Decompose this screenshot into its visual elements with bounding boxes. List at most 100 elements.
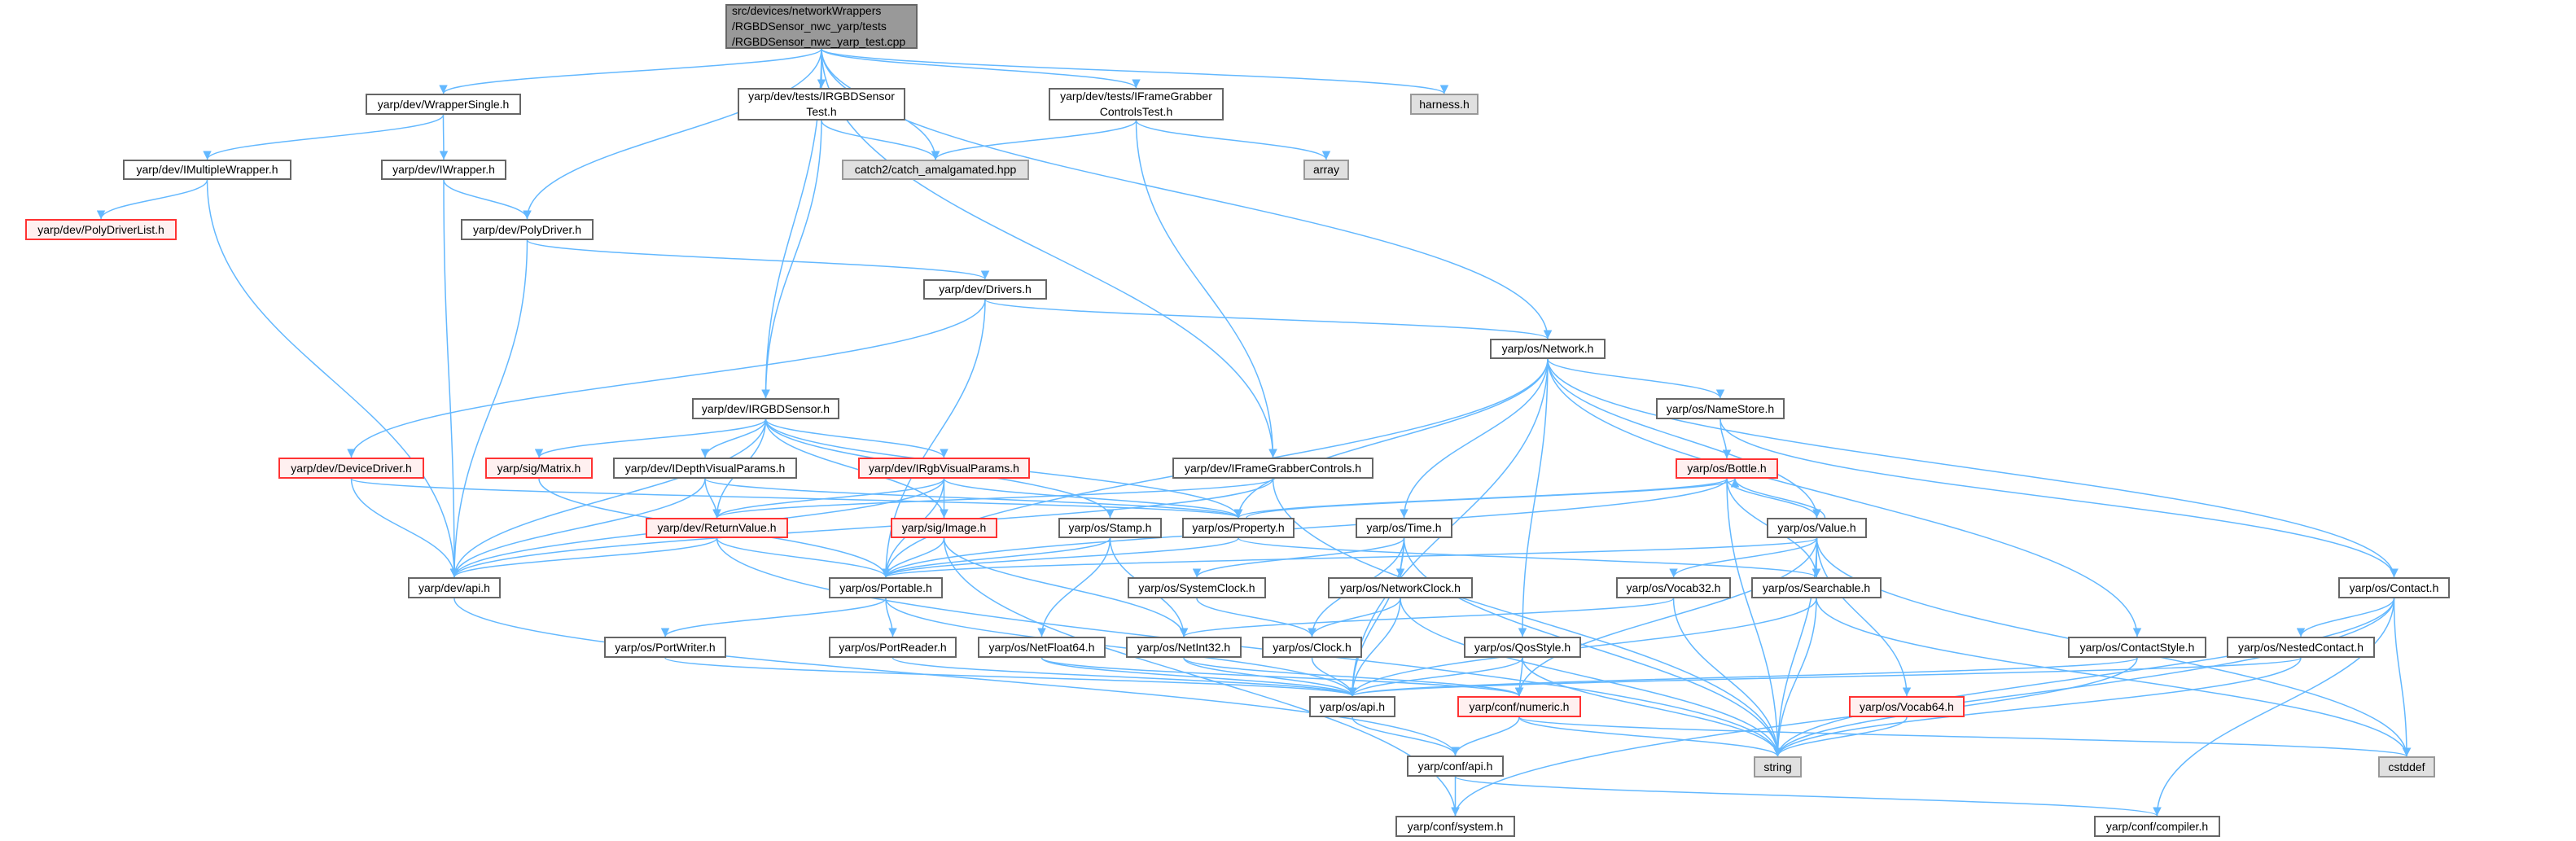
node-ifgctest[interactable]: yarp/dev/tests/IFrameGrabber ControlsTes… <box>1049 88 1224 120</box>
node-bottle[interactable]: yarp/os/Bottle.h <box>1676 458 1778 479</box>
node-namestore[interactable]: yarp/os/NameStore.h <box>1656 398 1785 419</box>
node-polydriverlist[interactable]: yarp/dev/PolyDriverList.h <box>25 219 177 240</box>
edge-value-to-numeric <box>1514 537 1818 697</box>
edge-netint32-to-numeric <box>1183 657 1524 697</box>
node-networkclock[interactable]: yarp/os/NetworkClock.h <box>1328 577 1473 598</box>
edge-stamp-to-netfloat64 <box>1037 537 1111 637</box>
edge-bottle-to-property <box>1234 478 1728 519</box>
node-irgbvisualparams[interactable]: yarp/dev/IRgbVisualParams.h <box>858 458 1030 479</box>
node-portable[interactable]: yarp/os/Portable.h <box>829 577 943 598</box>
node-image[interactable]: yarp/sig/Image.h <box>891 518 997 538</box>
edge-time-to-systemclock <box>1192 537 1405 578</box>
edge-qosstyle-to-string <box>1522 657 1782 757</box>
edge-networkclock-to-osapi <box>1347 598 1401 697</box>
node-portwriter[interactable]: yarp/os/PortWriter.h <box>604 637 726 658</box>
node-vocab32[interactable]: yarp/os/Vocab32.h <box>1616 577 1731 598</box>
edge-value-to-string <box>1773 537 1818 757</box>
node-clock[interactable]: yarp/os/Clock.h <box>1262 637 1362 658</box>
edge-value-to-portable <box>882 537 1818 578</box>
node-irgbdsensor[interactable]: yarp/dev/IRGBDSensor.h <box>692 398 839 419</box>
edge-idepthvisualparams-to-returnvalue <box>704 478 721 519</box>
node-qosstyle[interactable]: yarp/os/QosStyle.h <box>1464 637 1581 658</box>
node-catch2[interactable]: catch2/catch_amalgamated.hpp <box>842 160 1029 180</box>
edge-root-to-iframegrabbercontrols <box>821 48 1277 458</box>
node-array[interactable]: array <box>1303 160 1349 180</box>
node-value[interactable]: yarp/os/Value.h <box>1767 518 1867 538</box>
edge-ifgctest-to-catch2 <box>931 120 1137 160</box>
node-systemclock[interactable]: yarp/os/SystemClock.h <box>1128 577 1266 598</box>
edge-iwrapper-to-devapi <box>443 179 459 578</box>
edge-value-to-bottle <box>1730 478 1826 519</box>
edge-netfloat64-to-numeric <box>1040 657 1523 697</box>
node-searchable[interactable]: yarp/os/Searchable.h <box>1751 577 1882 598</box>
node-harness[interactable]: harness.h <box>1410 94 1479 115</box>
edge-network-to-qosstyle <box>1518 358 1549 637</box>
edge-irgbdsensor-to-devapi <box>449 418 767 578</box>
edge-iframegrabbercontrols-to-returnvalue <box>712 478 1274 519</box>
edge-bottle-to-value <box>1726 478 1821 519</box>
node-numeric[interactable]: yarp/conf/numeric.h <box>1457 696 1581 717</box>
edge-returnvalue-to-portable <box>716 537 891 578</box>
node-irgbdsensortest[interactable]: yarp/dev/tests/IRGBDSensor Test.h <box>738 88 905 120</box>
node-property[interactable]: yarp/os/Property.h <box>1182 518 1295 538</box>
edge-portable-to-portwriter <box>660 598 887 637</box>
edge-contact-to-cstddef <box>2393 598 2412 757</box>
node-nestedcontact[interactable]: yarp/os/NestedContact.h <box>2227 637 2375 658</box>
node-vocab64[interactable]: yarp/os/Vocab64.h <box>1849 696 1965 717</box>
node-contactstyle[interactable]: yarp/os/ContactStyle.h <box>2068 637 2206 658</box>
node-osapi[interactable]: yarp/os/api.h <box>1309 696 1395 717</box>
edge-bottle-to-portable <box>881 478 1728 578</box>
edge-qosstyle-to-osapi <box>1347 657 1523 697</box>
edge-returnvalue-to-devapi <box>449 537 718 578</box>
node-portreader[interactable]: yarp/os/PortReader.h <box>829 637 957 658</box>
node-system[interactable]: yarp/conf/system.h <box>1395 816 1515 837</box>
edge-network-to-property <box>1233 358 1549 519</box>
node-confapi[interactable]: yarp/conf/api.h <box>1407 756 1504 777</box>
node-devicedriver[interactable]: yarp/dev/DeviceDriver.h <box>278 458 424 479</box>
node-compiler[interactable]: yarp/conf/compiler.h <box>2094 816 2220 837</box>
edge-wrappersingle-to-imultiplewrapper <box>203 114 445 160</box>
edge-nestedcontact-to-string <box>1773 657 2302 757</box>
node-iframegrabbercontrols[interactable]: yarp/dev/IFrameGrabberControls.h <box>1172 458 1373 479</box>
edge-irgbdsensortest-to-irgbdsensor <box>761 120 822 399</box>
edge-portable-to-portreader <box>885 598 897 637</box>
edge-wrappersingle-to-iwrapper <box>439 114 449 160</box>
node-devapi[interactable]: yarp/dev/api.h <box>408 577 501 598</box>
node-contact[interactable]: yarp/os/Contact.h <box>2338 577 2450 598</box>
node-string[interactable]: string <box>1754 756 1802 777</box>
edge-iwrapper-to-polydriver <box>443 179 532 220</box>
node-matrix[interactable]: yarp/sig/Matrix.h <box>485 458 593 479</box>
node-netfloat64[interactable]: yarp/os/NetFloat64.h <box>978 637 1106 658</box>
edge-time-to-string <box>1403 537 1782 757</box>
edge-namestore-to-contact <box>1720 418 2399 578</box>
node-cstddef[interactable]: cstddef <box>2378 756 2435 777</box>
node-netint32[interactable]: yarp/os/NetInt32.h <box>1126 637 1242 658</box>
node-time[interactable]: yarp/os/Time.h <box>1356 518 1452 538</box>
edge-contact-to-string <box>1773 598 2395 757</box>
node-returnvalue[interactable]: yarp/dev/ReturnValue.h <box>646 518 788 538</box>
node-network[interactable]: yarp/os/Network.h <box>1490 339 1606 359</box>
edge-property-to-searchable <box>1238 537 1820 578</box>
edge-irgbdsensor-to-idepthvisualparams <box>700 418 767 458</box>
node-root[interactable]: src/devices/networkWrappers /RGBDSensor_… <box>725 4 918 49</box>
node-polydriver[interactable]: yarp/dev/PolyDriver.h <box>461 219 594 240</box>
edge-numeric-to-confapi <box>1451 716 1520 756</box>
edge-qosstyle-to-numeric <box>1514 657 1524 697</box>
edge-contact-to-nestedcontact <box>2296 598 2395 637</box>
edge-irgbdsensortest-to-catch2 <box>821 120 940 160</box>
node-wrappersingle[interactable]: yarp/dev/WrapperSingle.h <box>366 94 521 115</box>
edge-devapi-to-confapi <box>453 598 1460 756</box>
node-drivers[interactable]: yarp/dev/Drivers.h <box>923 279 1047 300</box>
node-idepthvisualparams[interactable]: yarp/dev/IDepthVisualParams.h <box>613 458 797 479</box>
edge-irgbdsensor-to-matrix <box>534 418 767 458</box>
node-iwrapper[interactable]: yarp/dev/IWrapper.h <box>381 160 506 180</box>
edge-imultiplewrapper-to-devapi <box>206 179 459 578</box>
edge-irgbdsensor-to-irgbvisualparams <box>764 418 948 458</box>
edge-numeric-to-string <box>1518 716 1782 757</box>
edge-time-to-osapi <box>1347 537 1405 697</box>
edge-contact-to-compiler <box>2153 598 2395 817</box>
edge-root-to-wrappersingle <box>439 48 822 94</box>
node-stamp[interactable]: yarp/os/Stamp.h <box>1058 518 1162 538</box>
node-imultiplewrapper[interactable]: yarp/dev/IMultipleWrapper.h <box>123 160 291 180</box>
edge-irgbvisualparams-to-returnvalue <box>712 478 945 519</box>
